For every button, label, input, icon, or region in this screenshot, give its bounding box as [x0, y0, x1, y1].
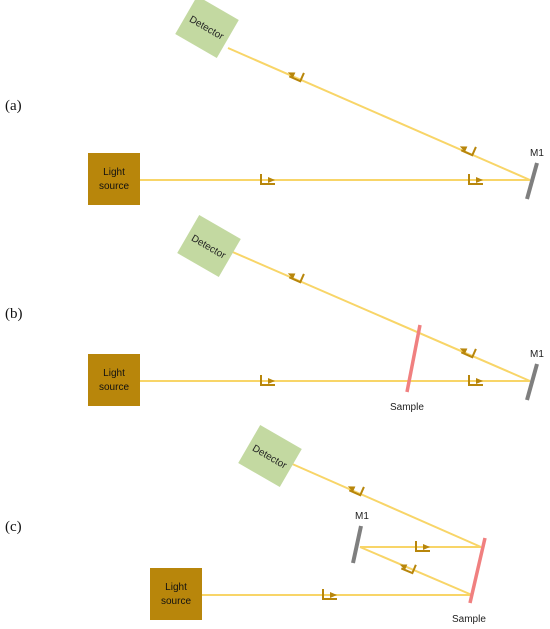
light-source-label-line2: source: [161, 596, 191, 607]
arrow-mark: [468, 174, 483, 185]
arrowheads: [268, 177, 483, 183]
arrows: [322, 541, 430, 600]
sample: [468, 537, 487, 604]
mirror-label: M1: [530, 148, 544, 159]
arrow-mark: [260, 375, 275, 386]
beam-sample-to-mirror: [359, 546, 473, 596]
panel-b: (b) Detector Light source Sample M1: [5, 214, 544, 413]
arrow-mark: [468, 375, 483, 386]
arrow-mark: [322, 589, 337, 600]
mirror-label: M1: [530, 349, 544, 360]
arrow-mark: [260, 174, 275, 185]
arrow-mark-reflected: [287, 273, 305, 284]
detector: Detector: [238, 424, 302, 488]
light-source: [88, 354, 140, 406]
panel-b-label: (b): [5, 306, 23, 322]
arrow-mark-reflected: [459, 146, 477, 157]
detector: Detector: [175, 0, 239, 59]
detector-box: [177, 214, 241, 278]
arrowhead: [268, 378, 275, 384]
light-source-label-line2: source: [99, 181, 129, 192]
arrowhead: [330, 592, 337, 598]
arrowhead: [268, 177, 275, 183]
arrow-mark-reflected: [287, 72, 305, 83]
arrowheads: [330, 544, 430, 598]
arrow-mark: [415, 541, 430, 552]
panel-c: (c) Detector M1 Sample Light source: [5, 424, 487, 625]
arrow-mark-return: [399, 564, 417, 575]
arrows: [260, 174, 483, 185]
arrowhead: [423, 544, 430, 550]
arrowhead: [476, 378, 483, 384]
light-source-label-line1: Light: [103, 167, 125, 178]
beam-to-detector: [289, 462, 482, 548]
arrowheads: [268, 378, 483, 384]
detector-box: [175, 0, 239, 59]
arrowhead: [476, 177, 483, 183]
panel-a: (a) Detector Light source M1: [5, 0, 544, 205]
detector-box: [238, 424, 302, 488]
sample-label: Sample: [452, 614, 486, 625]
sample-label: Sample: [390, 402, 424, 413]
light-source-label-line1: Light: [165, 582, 187, 593]
arrow-mark-reflected: [459, 348, 477, 359]
panel-a-label: (a): [5, 98, 22, 114]
light-source: [88, 153, 140, 205]
detector: Detector: [177, 214, 241, 278]
mirror-label: M1: [355, 511, 369, 522]
reflected-beam: [227, 249, 531, 382]
sample: [405, 324, 422, 393]
light-source-label-line2: source: [99, 382, 129, 393]
light-source: [150, 568, 202, 620]
arrow-mark-reflected: [347, 486, 365, 497]
mirror-m1: [525, 363, 539, 401]
mirror-m1: [351, 525, 363, 564]
arrows: [260, 375, 483, 386]
panel-c-label: (c): [5, 519, 22, 535]
light-source-label-line1: Light: [103, 368, 125, 379]
mirror-m1: [525, 162, 539, 200]
reflected-beam: [227, 47, 531, 181]
